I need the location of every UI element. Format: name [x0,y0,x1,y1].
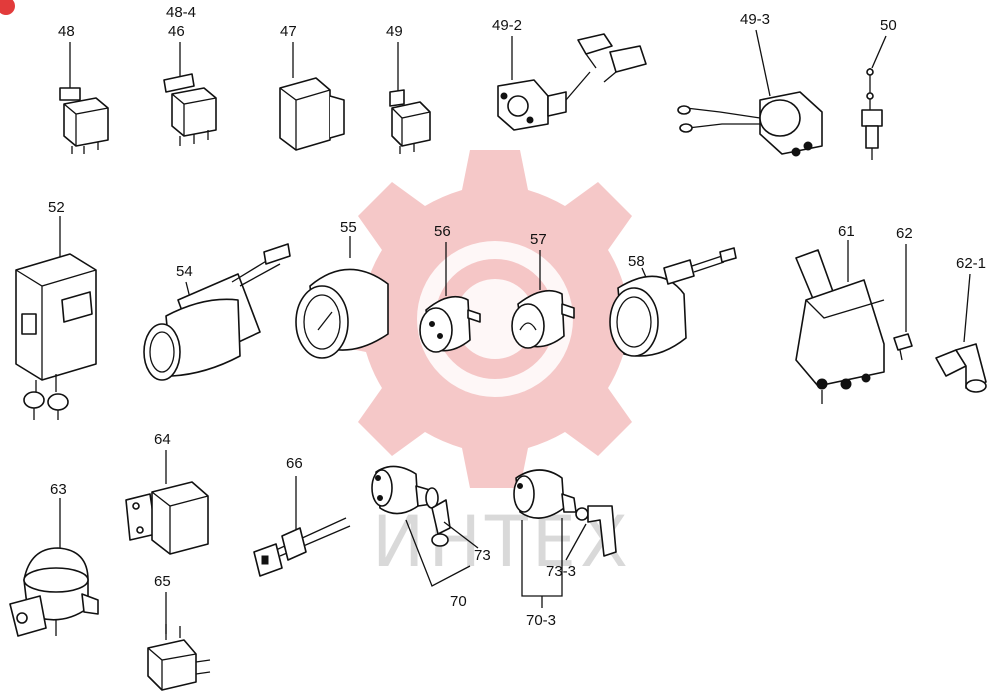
label-62: 62 [896,225,913,242]
label-73: 73 [474,547,491,564]
part-58-gauge [609,247,737,357]
part-49-3-solenoid [677,29,823,157]
label-73-3: 73-3 [546,563,576,580]
label-56: 56 [434,223,451,240]
label-63: 63 [50,481,67,498]
corner-badge-icon [0,0,15,15]
label-64: 64 [154,431,171,448]
label-70-3: 70-3 [526,612,556,629]
label-50: 50 [880,17,897,34]
part-47-regulator [279,42,345,151]
part-50-sensor [861,35,887,160]
part-63-actuator [9,498,99,637]
part-54-gauge [143,243,291,381]
label-48-4: 48-4 [166,4,196,21]
label-47: 47 [280,23,297,40]
part-61-control-lever [795,240,885,404]
part-49-2-solenoid [497,33,647,131]
label-55: 55 [340,219,357,236]
label-57: 57 [530,231,547,248]
label-49-2: 49-2 [492,17,522,34]
part-55-gauge [295,236,389,359]
label-48: 48 [58,23,75,40]
label-58: 58 [628,253,645,270]
part-62-pin [893,244,913,361]
part-65-relay [147,592,211,691]
label-52: 52 [48,199,65,216]
label-49-3: 49-3 [740,11,770,28]
part-48-relay [59,42,109,154]
part-56-gauge [419,242,481,353]
part-52-controller [15,216,97,420]
watermark-gear-icon [326,150,664,488]
label-70: 70 [450,593,467,610]
part-57-gauge [511,250,575,349]
part-46-relay [163,42,217,146]
part-62-1-cap [935,273,987,393]
label-49: 49 [386,23,403,40]
label-61: 61 [838,223,855,240]
part-70-3-key-switch [513,469,617,608]
label-46: 46 [168,23,185,40]
part-66-wire-connector [253,476,351,577]
label-54: 54 [176,263,193,280]
label-66: 66 [286,455,303,472]
label-65: 65 [154,573,171,590]
part-70-key-switch [371,465,479,587]
label-62-1: 62-1 [956,255,986,272]
part-64-relay [125,450,209,555]
part-49-relay [389,42,431,154]
